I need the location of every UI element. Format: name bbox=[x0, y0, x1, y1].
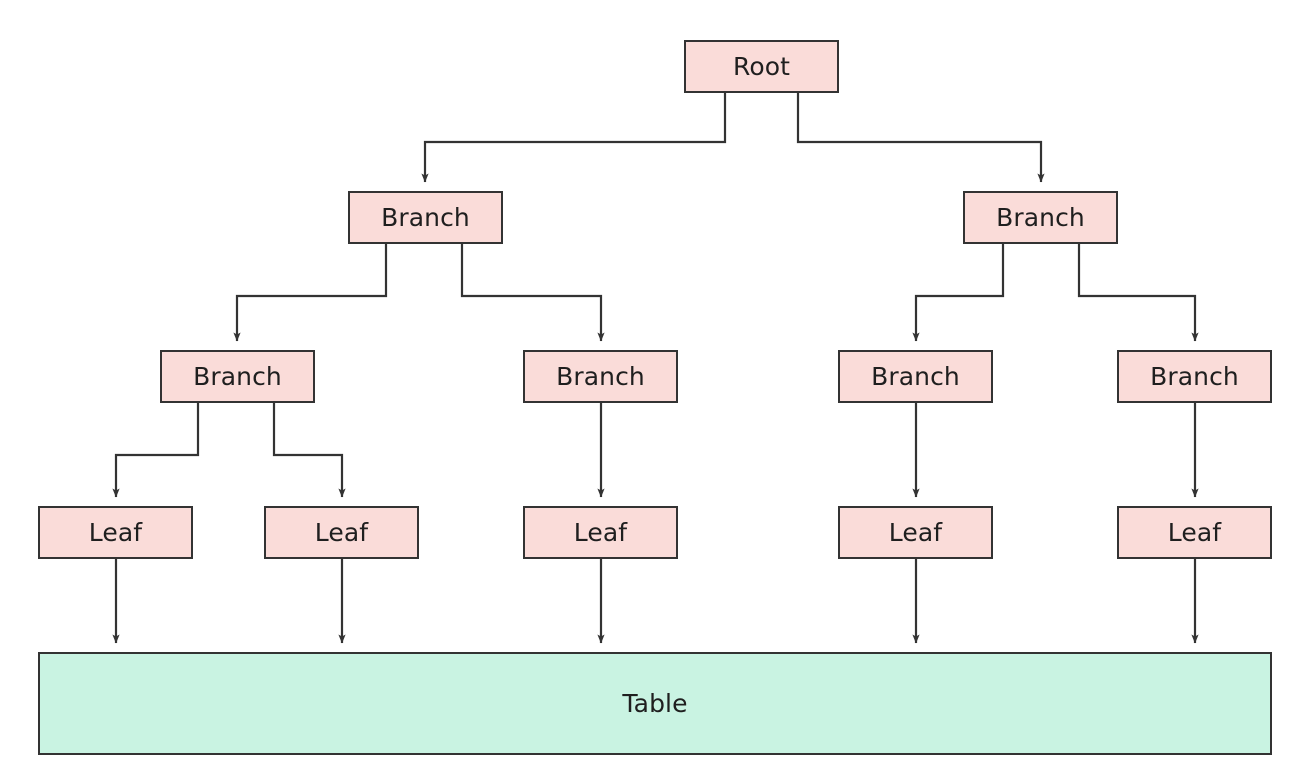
node-branch-2-2-label: Branch bbox=[1150, 362, 1239, 391]
node-leaf-3-label: Leaf bbox=[573, 518, 628, 547]
node-leaf-5[interactable]: Leaf bbox=[1117, 506, 1272, 559]
edge-root-to-branch-1 bbox=[421, 93, 727, 183]
edge-branch-1-1-to-leaf-1 bbox=[112, 403, 200, 498]
node-table[interactable]: Table bbox=[38, 652, 1272, 755]
node-branch-1-label: Branch bbox=[381, 203, 470, 232]
edge-branch-1-to-branch-1-1 bbox=[233, 244, 388, 342]
edge-root-to-branch-2 bbox=[796, 93, 1045, 183]
node-branch-1[interactable]: Branch bbox=[348, 191, 503, 244]
node-leaf-2[interactable]: Leaf bbox=[264, 506, 419, 559]
node-root-label: Root bbox=[732, 52, 791, 81]
node-leaf-1-label: Leaf bbox=[88, 518, 143, 547]
node-leaf-5-label: Leaf bbox=[1167, 518, 1222, 547]
node-leaf-1[interactable]: Leaf bbox=[38, 506, 193, 559]
node-branch-2-1-label: Branch bbox=[871, 362, 960, 391]
node-branch-1-1-label: Branch bbox=[193, 362, 282, 391]
edge-branch-2-to-branch-2-2 bbox=[1077, 244, 1199, 342]
node-table-label: Table bbox=[622, 689, 688, 718]
node-branch-1-1[interactable]: Branch bbox=[160, 350, 315, 403]
node-branch-2-label: Branch bbox=[996, 203, 1085, 232]
node-branch-2[interactable]: Branch bbox=[963, 191, 1118, 244]
node-branch-1-2[interactable]: Branch bbox=[523, 350, 678, 403]
node-root[interactable]: Root bbox=[684, 40, 839, 93]
node-leaf-4-label: Leaf bbox=[888, 518, 943, 547]
edge-branch-1-1-to-leaf-2 bbox=[272, 403, 346, 498]
node-leaf-3[interactable]: Leaf bbox=[523, 506, 678, 559]
node-branch-2-1[interactable]: Branch bbox=[838, 350, 993, 403]
node-branch-1-2-label: Branch bbox=[556, 362, 645, 391]
edge-branch-2-to-branch-2-1 bbox=[912, 244, 1005, 342]
node-branch-2-2[interactable]: Branch bbox=[1117, 350, 1272, 403]
node-leaf-2-label: Leaf bbox=[314, 518, 369, 547]
edge-branch-1-to-branch-1-2 bbox=[460, 244, 605, 342]
node-leaf-4[interactable]: Leaf bbox=[838, 506, 993, 559]
